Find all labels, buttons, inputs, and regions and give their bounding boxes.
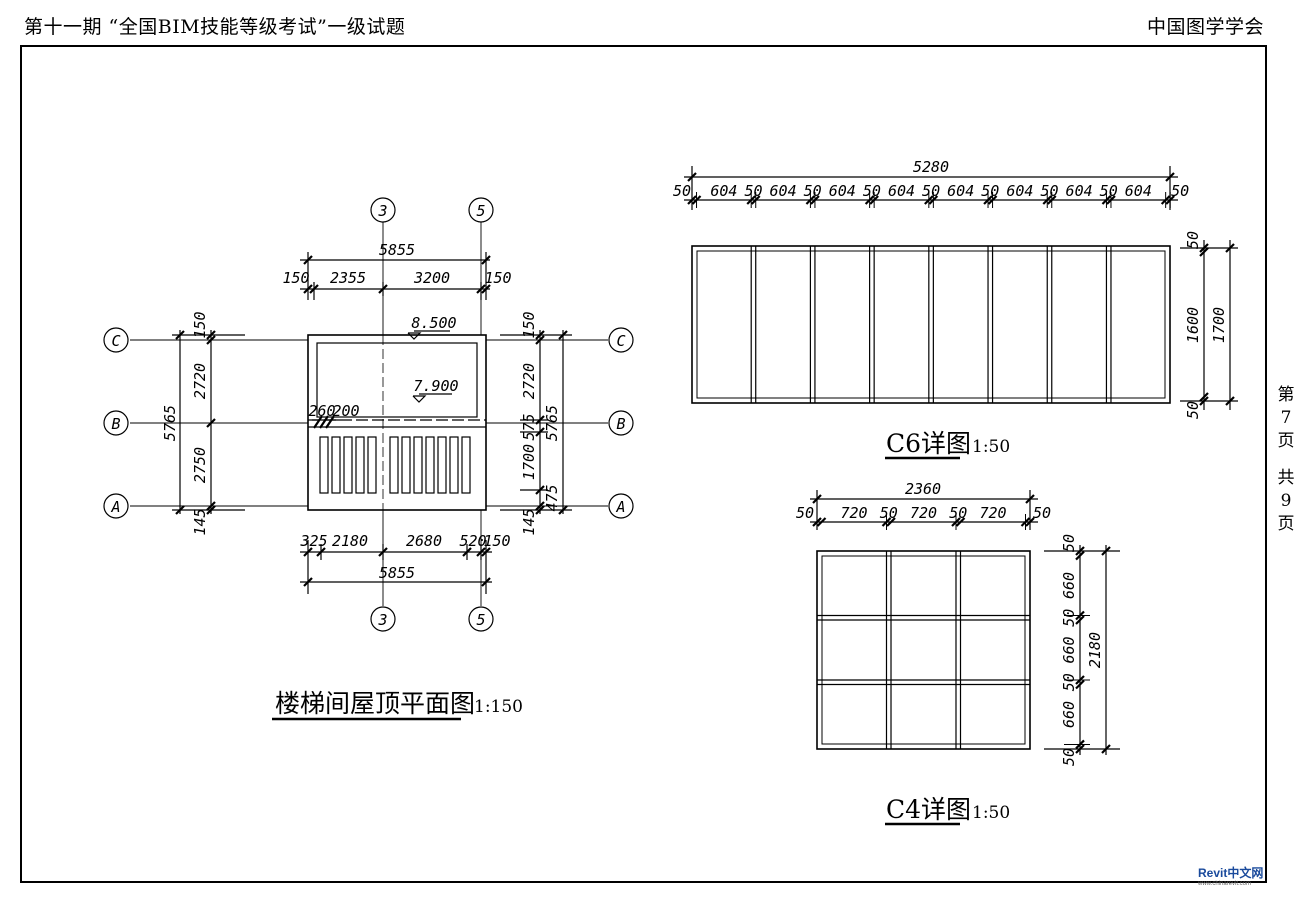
c6-tick (810, 195, 820, 205)
page-char: 9 (1280, 491, 1292, 511)
page-char: 7 (1280, 408, 1292, 428)
page-indicator: 第 7 页 共 9 页 (1274, 384, 1298, 536)
c4-tick (955, 517, 966, 527)
page-char: 页 (1277, 431, 1295, 451)
header-org: 中国图学学会 (1146, 16, 1264, 38)
c4-tick (1075, 550, 1085, 561)
c4-tick (1020, 517, 1031, 527)
stair-plan (103, 197, 634, 721)
c4-tick (1075, 744, 1085, 754)
c4-tick (951, 517, 961, 527)
c4-tick (812, 517, 822, 527)
c4-tick (816, 517, 827, 527)
c4-tick (1075, 739, 1085, 750)
c6-tick (869, 195, 879, 205)
c4-tick (886, 517, 896, 527)
c6-tick (1046, 195, 1057, 205)
c6-tick (746, 195, 756, 205)
c6-tick (750, 195, 761, 205)
page-char: 共 (1277, 468, 1295, 488)
c4-detail (810, 490, 1120, 826)
watermark-url: www.chinarevit.com (1198, 881, 1252, 887)
c4-tick (1075, 679, 1085, 690)
c6-tick (1165, 195, 1175, 205)
watermark-brand: Revit中文网 (1198, 866, 1264, 880)
c6-tick (1101, 195, 1112, 205)
c6-tick (924, 195, 934, 205)
c6-tick (864, 195, 875, 205)
c6-tick (691, 195, 702, 205)
c6-tick (1106, 195, 1116, 205)
watermark-logo: Revit中文网 www.chinarevit.com (1198, 864, 1263, 887)
c4-tick (1025, 517, 1035, 527)
c4-tick (1075, 615, 1085, 625)
c4-tick (1075, 546, 1085, 556)
stair-treads (319, 436, 471, 494)
c6-tick (928, 195, 939, 205)
c6-detail (684, 166, 1238, 460)
c4-tick (881, 517, 892, 527)
c6-tick (805, 195, 816, 205)
page-char: 页 (1277, 514, 1295, 534)
header-title: 第十一期 “全国BIM技能等级考试”一级试题 (24, 16, 406, 38)
elevation-marker (412, 395, 427, 403)
elevation-marker (407, 332, 422, 340)
c6-tick (1042, 195, 1053, 205)
c6-tick (1160, 195, 1171, 205)
c4-tick (1075, 675, 1085, 685)
c4-tick (1075, 610, 1085, 621)
c6-tick (687, 195, 697, 205)
c6-tick (987, 195, 998, 205)
drawing-frame (20, 45, 1267, 883)
c6-tick (983, 195, 993, 205)
page-char: 第 (1277, 385, 1295, 405)
